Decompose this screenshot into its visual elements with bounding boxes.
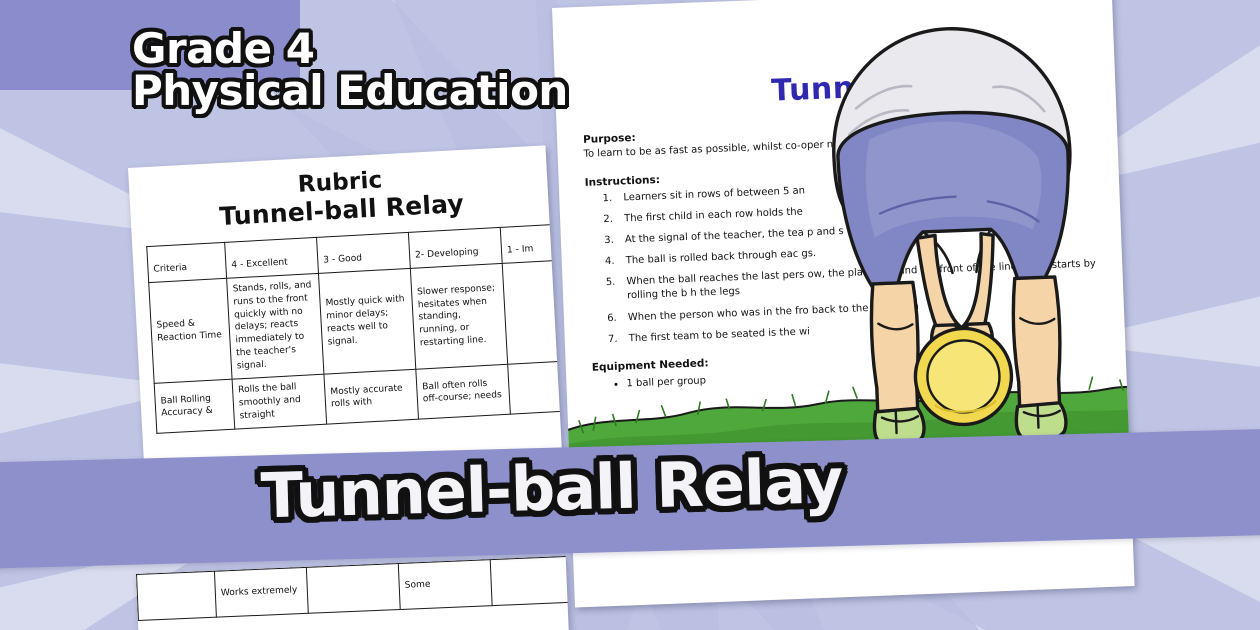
rubric-header-excellent: 4 - Excellent <box>224 237 319 279</box>
rubric-cell-good-2: Mostly accurate rolls with <box>323 369 419 424</box>
rubric-lower-cell-1 <box>136 571 217 621</box>
rubric-cell-developing-2: Ball often rolls off-course; needs <box>415 364 511 419</box>
rubric-cell-developing-1: Slower response; hesitates when standing… <box>410 263 508 370</box>
rubric-cell-improving-2 <box>507 359 564 414</box>
rubric-header-criteria: Criteria <box>146 242 227 283</box>
rubric-cell-criteria-1: Speed & Reaction Time <box>148 278 233 384</box>
rubric-table: Criteria 4 - Excellent 3 - Good 2- Devel… <box>146 222 564 434</box>
rubric-cell-excellent-2: Rolls the ball smoothly and straight <box>232 374 327 429</box>
rubric-title: Rubric Tunnel-ball Relay <box>143 160 539 235</box>
document-title: Tunnel- <box>770 68 900 109</box>
grade-badge-text: Grade 4 Physical Education <box>132 28 612 111</box>
rubric-document-sheet[interactable]: Rubric Tunnel-ball Relay Criteria 4 - Ex… <box>128 145 564 498</box>
rubric-lower-cell-5 <box>490 555 571 606</box>
grade-line-2: Physical Education <box>132 65 568 115</box>
rubric-cell-criteria-2: Ball Rolling Accuracy & <box>154 379 235 434</box>
rubric-header-developing: 2- Developing <box>408 227 503 269</box>
rubric-lower-cell-2: Works extremely <box>214 567 309 618</box>
rubric-lower-cell-3 <box>306 563 401 614</box>
rubric-lower-cell-4: Some <box>398 559 493 610</box>
rubric-cell-excellent-1: Stands, rolls, and runs to the front qui… <box>226 273 324 380</box>
instructions-list: Learners sit in rows of between 5 an The… <box>615 173 1099 347</box>
grade-badge <box>0 0 300 90</box>
grade-line-1: Grade 4 <box>132 24 315 73</box>
rubric-cell-good-1: Mostly quick with minor delays; reacts w… <box>318 268 416 375</box>
rubric-header-good: 3 - Good <box>316 232 411 274</box>
